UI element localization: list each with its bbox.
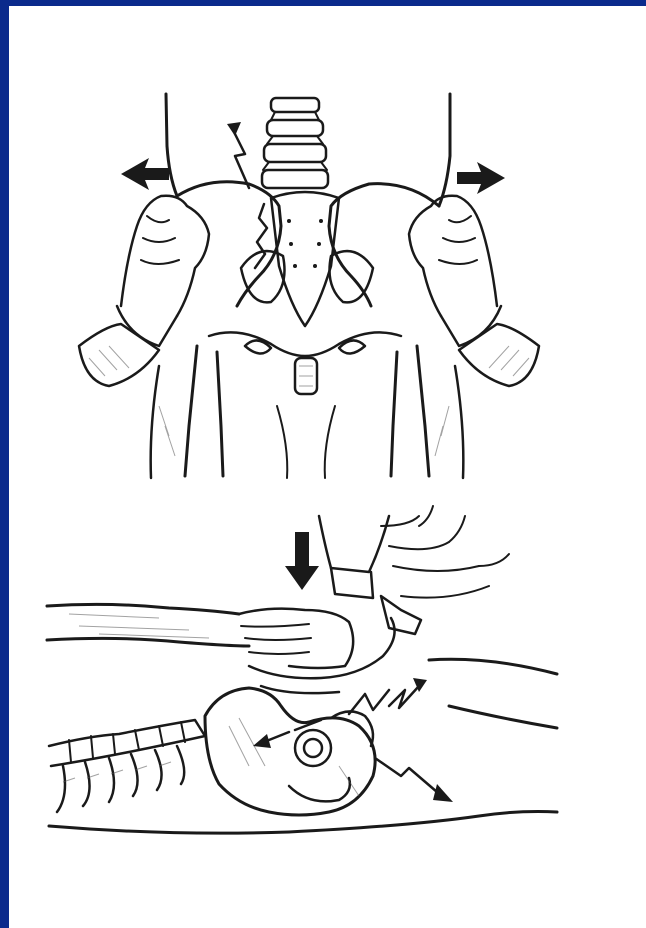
lumbar-spine <box>262 98 328 188</box>
medical-illustration <box>9 6 646 928</box>
pelvis-compression-front-view <box>79 94 539 478</box>
pressure-arrow-icon <box>121 158 169 190</box>
lumbar-spine-lateral <box>49 720 205 812</box>
pressure-arrow-icon <box>457 162 505 194</box>
sacral-foramina <box>287 219 323 268</box>
pelvis-lateral <box>205 688 375 815</box>
left-hand <box>79 196 209 386</box>
hand-on-hip <box>239 609 395 693</box>
right-hand <box>409 196 539 386</box>
pressure-arrow-icon <box>285 532 319 590</box>
pain-arrow-icon <box>233 130 249 188</box>
pelvis-compression-lateral-view <box>47 506 557 833</box>
slide-canvas <box>9 6 646 928</box>
pain-arrow-icon <box>253 678 453 802</box>
